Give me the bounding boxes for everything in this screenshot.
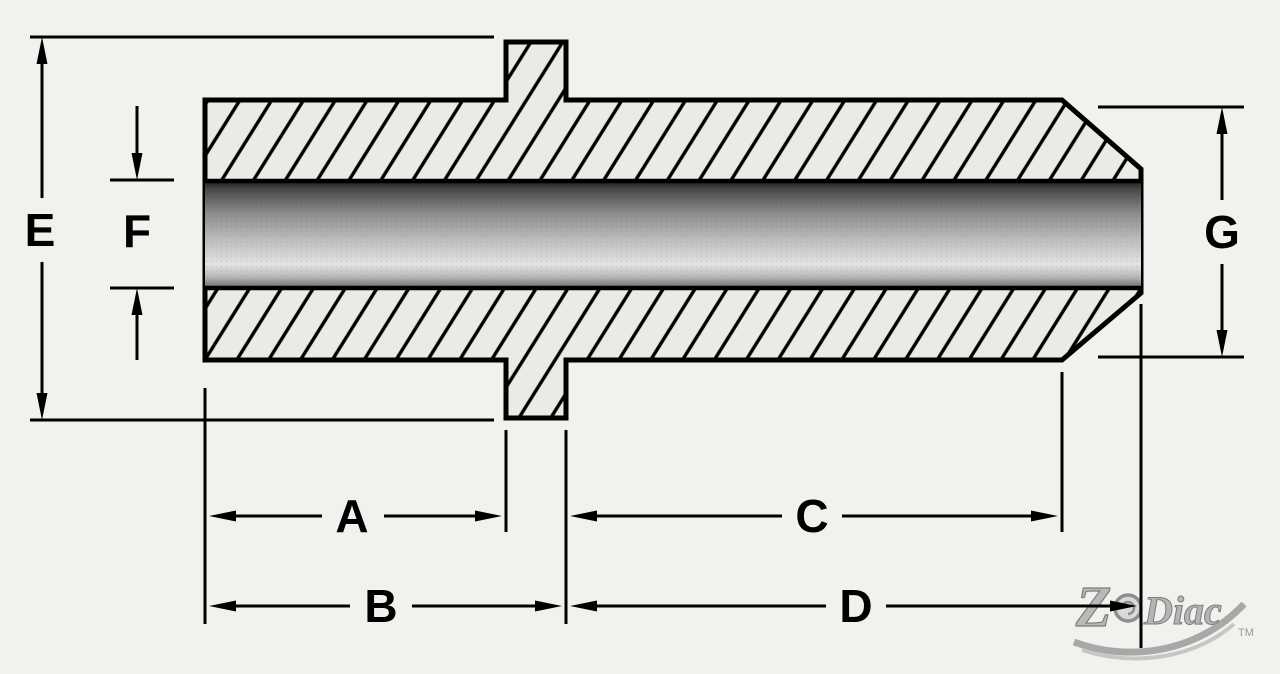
dim-B: B: [209, 580, 562, 632]
arrow-up-icon: [131, 288, 143, 315]
arrow-right-icon: [1110, 600, 1137, 612]
arrow-left-icon: [209, 510, 236, 522]
dim-label-a: A: [335, 490, 368, 542]
dim-G: G: [1204, 107, 1240, 357]
extension-lines: [30, 35, 1244, 648]
dim-A: A: [209, 490, 502, 542]
arrow-left-icon: [570, 510, 597, 522]
part-cross-section: [202, 39, 1144, 421]
arrow-right-icon: [535, 600, 562, 612]
logo-swoosh-2: [1081, 622, 1236, 661]
arrow-down-icon: [36, 393, 48, 420]
logo-swoosh: [1072, 601, 1247, 656]
dim-F: F: [123, 106, 151, 360]
dim-label-d: D: [839, 580, 872, 632]
arrow-right-icon: [475, 510, 502, 522]
dim-label-b: B: [364, 580, 397, 632]
dim-label-e: E: [25, 204, 56, 256]
dimension-annotations: E F G A: [25, 35, 1244, 648]
dim-label-g: G: [1204, 206, 1240, 258]
arrow-down-icon: [1216, 330, 1228, 357]
arrow-left-icon: [570, 600, 597, 612]
bore-halftone-texture: [205, 181, 1141, 288]
logo-rest: Diac: [1143, 588, 1222, 633]
dim-E: E: [25, 37, 56, 420]
arrow-down-icon: [131, 153, 143, 180]
logo-tm: TM: [1238, 627, 1254, 639]
dim-label-f: F: [123, 205, 151, 257]
dim-label-c: C: [795, 490, 828, 542]
arrow-up-icon: [36, 37, 48, 64]
arrow-right-icon: [1031, 510, 1058, 522]
dim-D: D: [570, 580, 1137, 632]
arrow-left-icon: [209, 600, 236, 612]
zodiac-logo: Z Diac TM: [1072, 573, 1254, 661]
arrow-up-icon: [1216, 107, 1228, 134]
dim-C: C: [570, 490, 1058, 542]
